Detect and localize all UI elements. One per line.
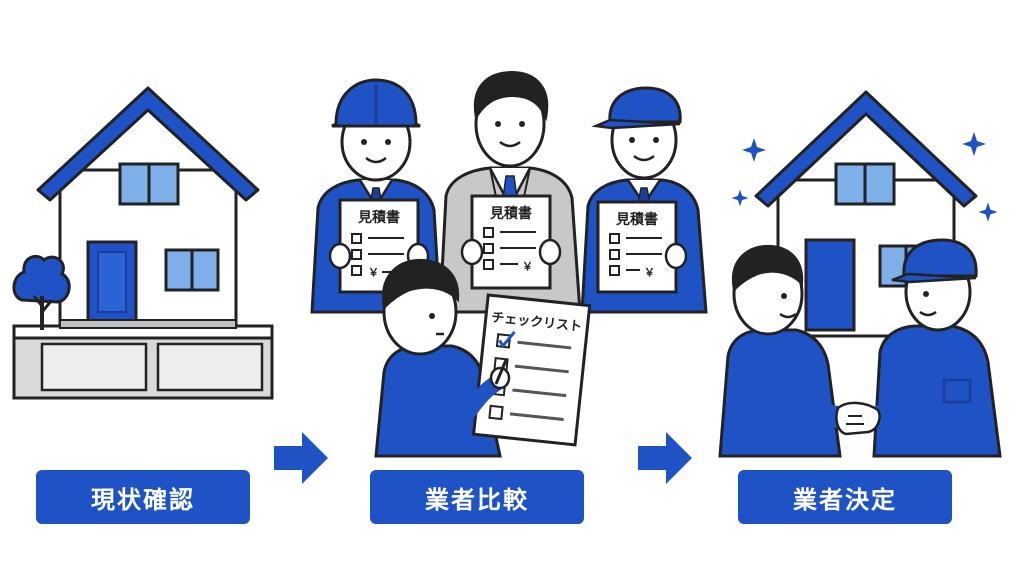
checklist-icon: チェックリスト — [462, 293, 592, 447]
quote-title: 見積書 — [357, 209, 400, 226]
quote-title: 見積書 — [489, 205, 532, 222]
quote-title: 見積書 — [615, 211, 658, 228]
arrow-right-icon — [274, 432, 328, 484]
yen-symbol: ￥ — [522, 260, 533, 273]
customer-icon — [374, 258, 502, 458]
step-label-current-check: 現状確認 — [36, 470, 250, 524]
handshake-icon — [789, 393, 917, 436]
worker-icon — [872, 238, 1002, 458]
customer-icon — [718, 244, 842, 458]
quote-document: 見積書 ￥ — [596, 200, 688, 294]
tree-icon — [12, 255, 71, 330]
step-label-select-contractor: 業者決定 — [738, 470, 952, 524]
step-label-compare-contractors: 業者比較 — [370, 470, 584, 524]
yen-symbol: ￥ — [368, 266, 379, 279]
house-icon — [12, 86, 274, 400]
yen-symbol: ￥ — [644, 266, 655, 279]
arrow-right-icon — [638, 432, 692, 484]
quote-document: 見積書 ￥ — [460, 194, 562, 290]
